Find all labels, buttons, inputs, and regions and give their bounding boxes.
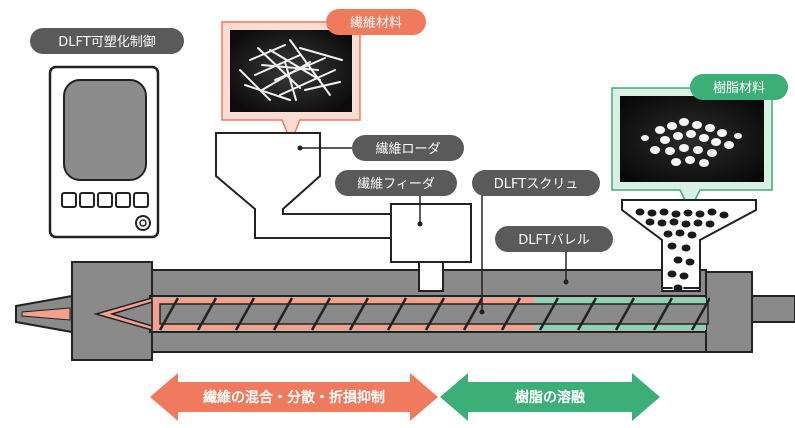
resin-process-arrow: 樹脂の溶融 — [440, 373, 660, 421]
fiber-feeder-label: 繊維フィーダ — [357, 176, 435, 192]
screw-label: DLFTスクリュ — [494, 177, 578, 192]
fiber-process-label: 繊維の混合・分散・折損抑制 — [203, 389, 385, 406]
feeder-throat — [418, 261, 444, 292]
fiber-strands — [239, 39, 343, 101]
resin-pellets — [641, 118, 742, 167]
fiber-material-callout: 繊維材料 — [221, 9, 426, 144]
control-label-pill: DLFT可塑化制御 — [30, 28, 184, 54]
resin-material-callout: 樹脂材料 — [611, 74, 788, 212]
screw-flights — [158, 297, 710, 331]
control-label: DLFT可塑化制御 — [58, 35, 155, 50]
barrel-label: DLFTバレル — [518, 233, 589, 248]
barrel-callout: DLFTバレル — [495, 226, 613, 285]
screw-callout: DLFTスクリュ — [472, 170, 600, 315]
control-panel-icon — [48, 65, 160, 239]
fiber-material-label: 繊維材料 — [350, 15, 402, 31]
fiber-process-arrow: 繊維の混合・分散・折損抑制 — [150, 373, 438, 421]
fiber-feeder-box — [390, 203, 472, 263]
fiber-feeder-callout: 繊維フィーダ — [335, 170, 457, 227]
fiber-loader-label: 繊維ローダ — [375, 141, 440, 157]
screw — [158, 297, 710, 331]
resin-material-label: 樹脂材料 — [713, 81, 765, 96]
resin-process-label: 樹脂の溶融 — [515, 389, 585, 406]
fiber-loader-callout: 繊維ローダ — [297, 135, 464, 161]
